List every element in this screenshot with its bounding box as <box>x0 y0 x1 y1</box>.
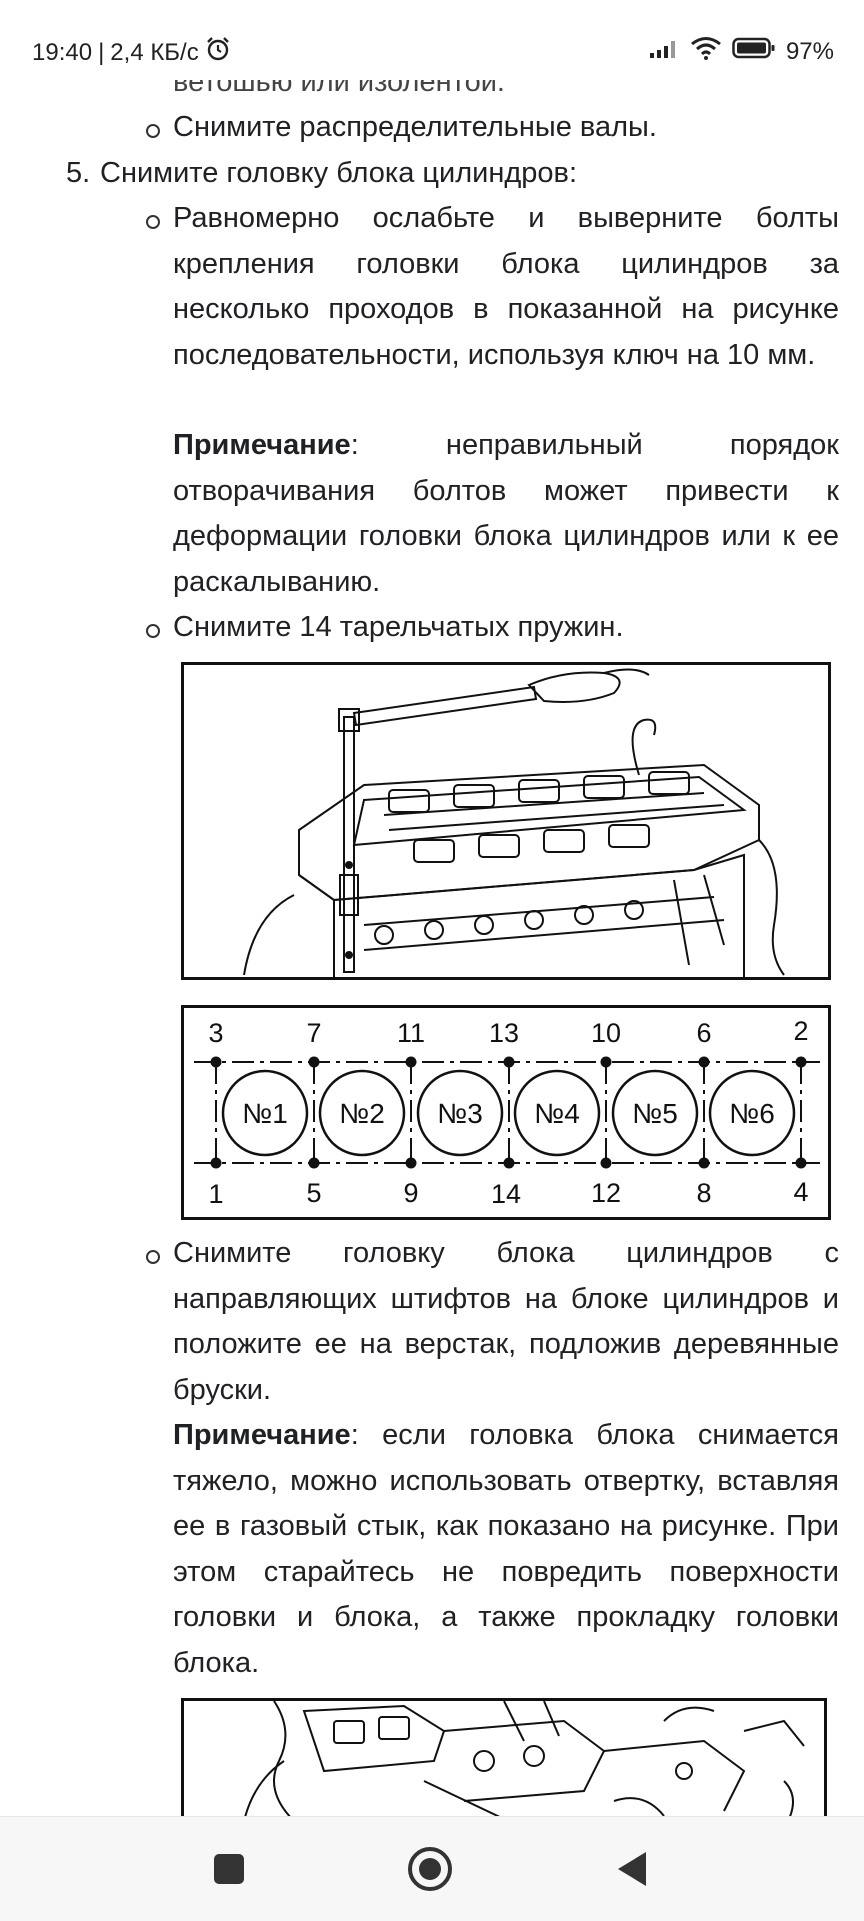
cylinder-label: №1 <box>242 1098 288 1129</box>
step-number: 5. <box>66 157 91 189</box>
list-item-remove-head: Снимите головку блока цилиндров с направ… <box>173 1237 839 1406</box>
back-triangle-icon[interactable] <box>610 1847 654 1891</box>
engine-drawing-2 <box>244 1700 805 1816</box>
cylinder-head-wrench-illustration <box>181 662 831 980</box>
bolt-number-top: 13 <box>489 1018 519 1048</box>
list-item-camshafts: Снимите распределительные валы. <box>173 111 657 143</box>
home-circle-icon[interactable] <box>408 1847 452 1891</box>
recents-square-icon[interactable] <box>207 1847 251 1891</box>
bolt-number-top: 7 <box>306 1018 321 1048</box>
cylinder-label: №2 <box>339 1098 385 1129</box>
alarm-icon <box>205 36 231 69</box>
status-right: 97% <box>648 36 834 67</box>
note-text: : если головка блока снимается тяжело, м… <box>173 1419 839 1679</box>
bullet-marker <box>146 1250 160 1264</box>
bolt-number-top: 6 <box>696 1018 711 1048</box>
clock: 19:40 <box>32 38 93 66</box>
network-speed: 2,4 КБ/с <box>110 38 199 66</box>
note-text: : неправильный порядок отворачивания бол… <box>173 429 839 598</box>
bolt-number-bottom: 12 <box>591 1178 621 1208</box>
screwdriver-illustration <box>181 1698 827 1816</box>
cylinder-label: №3 <box>437 1098 483 1129</box>
bolt-number-bottom: 8 <box>696 1178 711 1208</box>
bullet-marker <box>146 215 160 229</box>
status-bar: 19:40 | 2,4 КБ/с <box>0 0 864 80</box>
note-heavy-head: Примечание: если головка блока снимается… <box>173 1413 839 1686</box>
bolt-number-bottom: 5 <box>306 1178 321 1208</box>
bolt-number-top: 10 <box>591 1018 621 1048</box>
cylinder-label: №5 <box>632 1098 678 1129</box>
bolt-number-top: 3 <box>208 1018 223 1048</box>
article-content: ветошью или изолентой. Снимите распредел… <box>0 64 864 1816</box>
signal-icon <box>648 37 680 66</box>
bolt-number-top: 2 <box>793 1016 808 1046</box>
bolt-sequence-diagram: 3 7 11 13 10 6 2 1 5 9 14 12 8 4 №1 №2 №… <box>181 1005 831 1220</box>
list-item-springs: Снимите 14 тарельчатых пружин. <box>173 611 624 643</box>
bolt-number-bottom: 14 <box>491 1179 521 1209</box>
battery-icon <box>732 36 776 67</box>
bolt-number-bottom: 1 <box>208 1179 223 1209</box>
note-label: Примечание <box>173 429 351 461</box>
engine-drawing <box>243 668 785 977</box>
step-title: Снимите головку блока цилиндров: <box>100 157 577 189</box>
note-bolt-order: Примечание: неправильный порядок отворач… <box>173 423 839 605</box>
cylinder-label: №6 <box>729 1098 775 1129</box>
bolt-number-bottom: 4 <box>793 1177 808 1207</box>
battery-percent: 97% <box>785 37 834 65</box>
bullet-marker <box>146 124 160 138</box>
status-left: 19:40 | 2,4 КБ/с <box>32 36 231 69</box>
list-item-loosen-bolts: Равномерно ослабьте и выверните болты кр… <box>173 202 839 371</box>
bolt-number-bottom: 9 <box>403 1178 418 1208</box>
wifi-icon <box>690 36 722 67</box>
navigation-bar <box>0 1816 864 1921</box>
cylinder-label: №4 <box>534 1098 580 1129</box>
bolt-sequence-svg: 3 7 11 13 10 6 2 1 5 9 14 12 8 4 №1 №2 №… <box>194 1016 820 1209</box>
status-separator: | <box>98 38 105 66</box>
bolt-number-top: 11 <box>397 1018 425 1048</box>
bullet-marker <box>146 624 160 638</box>
note-label: Примечание <box>173 1419 351 1451</box>
